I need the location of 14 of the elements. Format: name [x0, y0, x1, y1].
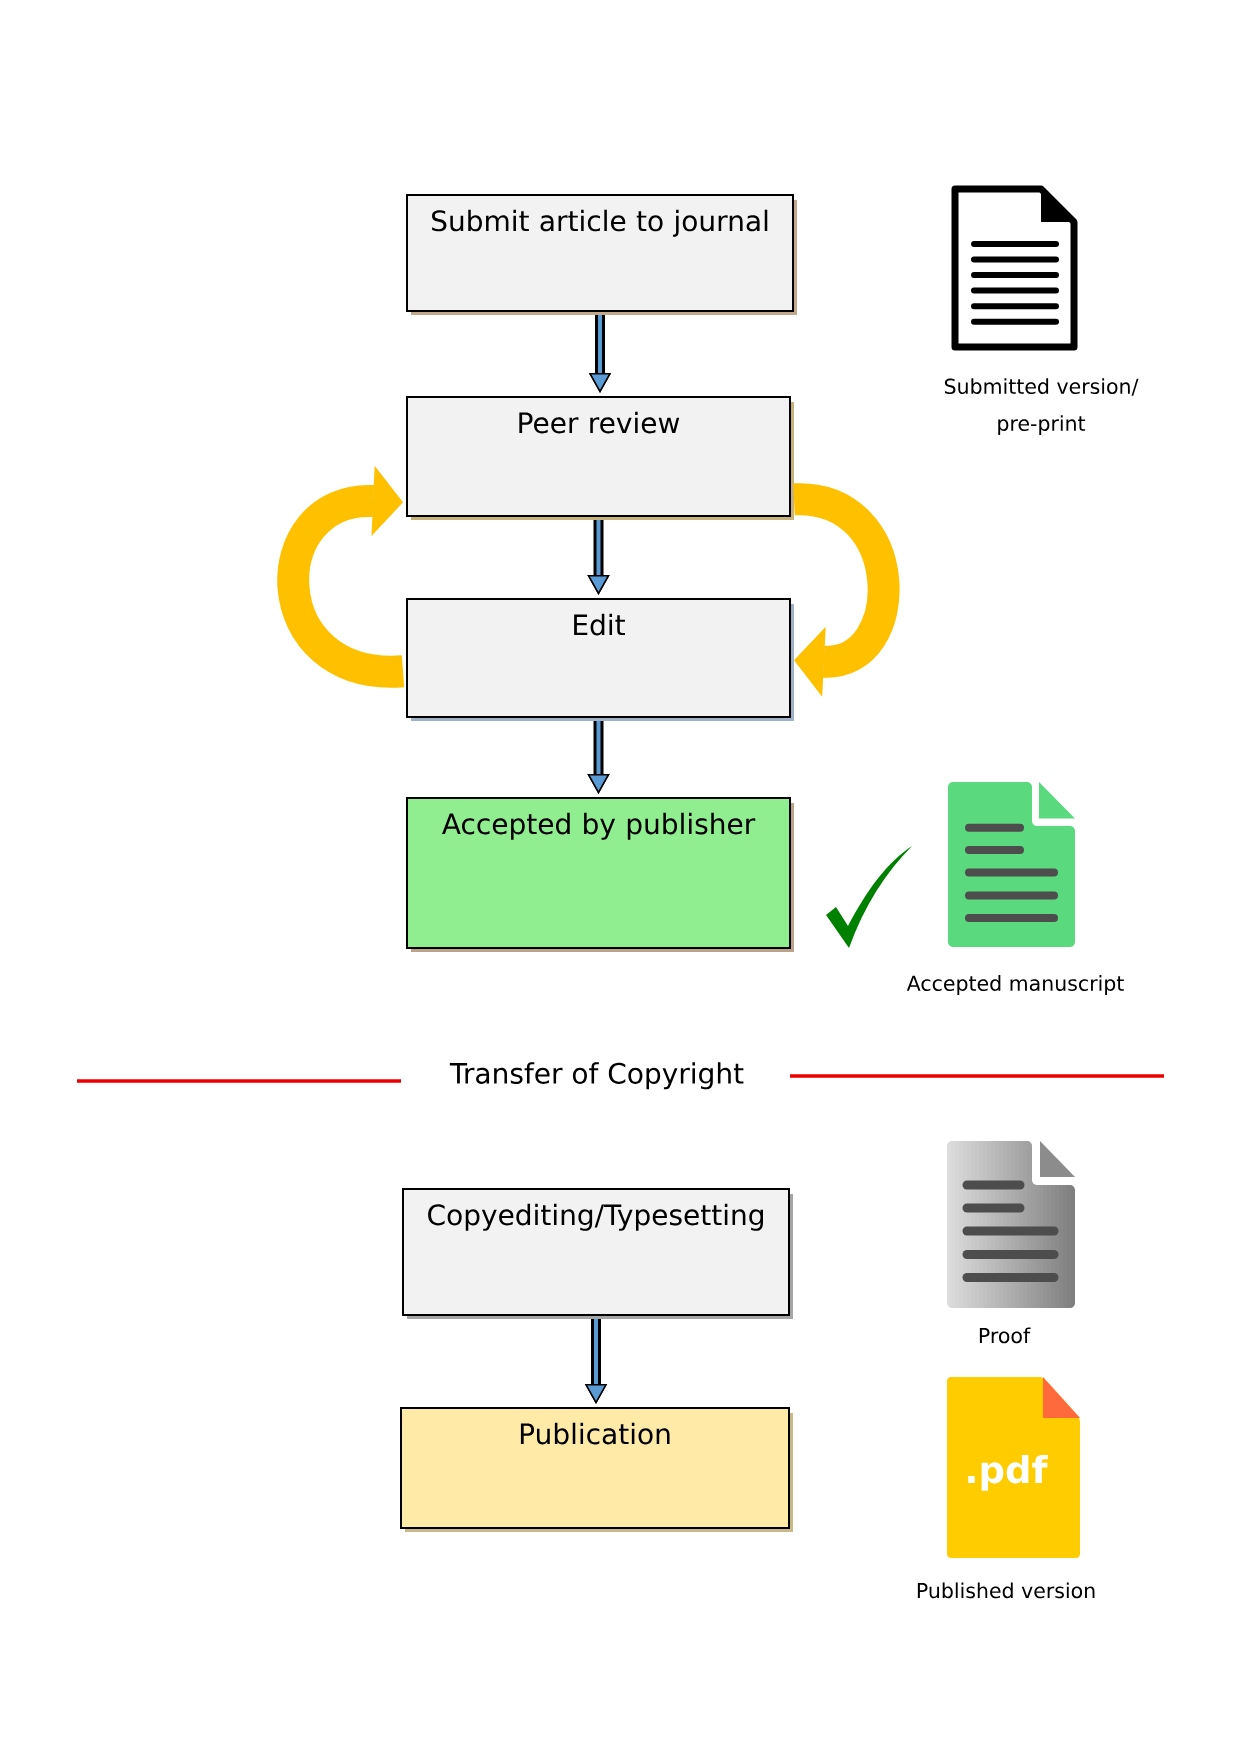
process-box: Submit article to journal: [406, 194, 797, 315]
process-box: Accepted by publisher: [406, 797, 794, 952]
arrow: [587, 520, 610, 595]
file-extension-label: .pdf: [968, 1454, 1048, 1491]
process-box: Peer review: [406, 396, 794, 520]
icon-caption: Accepted manuscript: [906, 975, 1124, 995]
process-box: Copyediting/Typesetting: [402, 1188, 793, 1319]
process-box: Publication: [400, 1407, 793, 1532]
icon-caption: Proof: [979, 1327, 1031, 1344]
arrow: [587, 721, 610, 794]
process-box: Edit: [406, 598, 794, 721]
icon-caption: Published version: [917, 1582, 1095, 1599]
icon-caption: Submitted version/ pre-print: [944, 378, 1139, 436]
divider-label: Transfer of Copyright: [449, 1062, 744, 1090]
